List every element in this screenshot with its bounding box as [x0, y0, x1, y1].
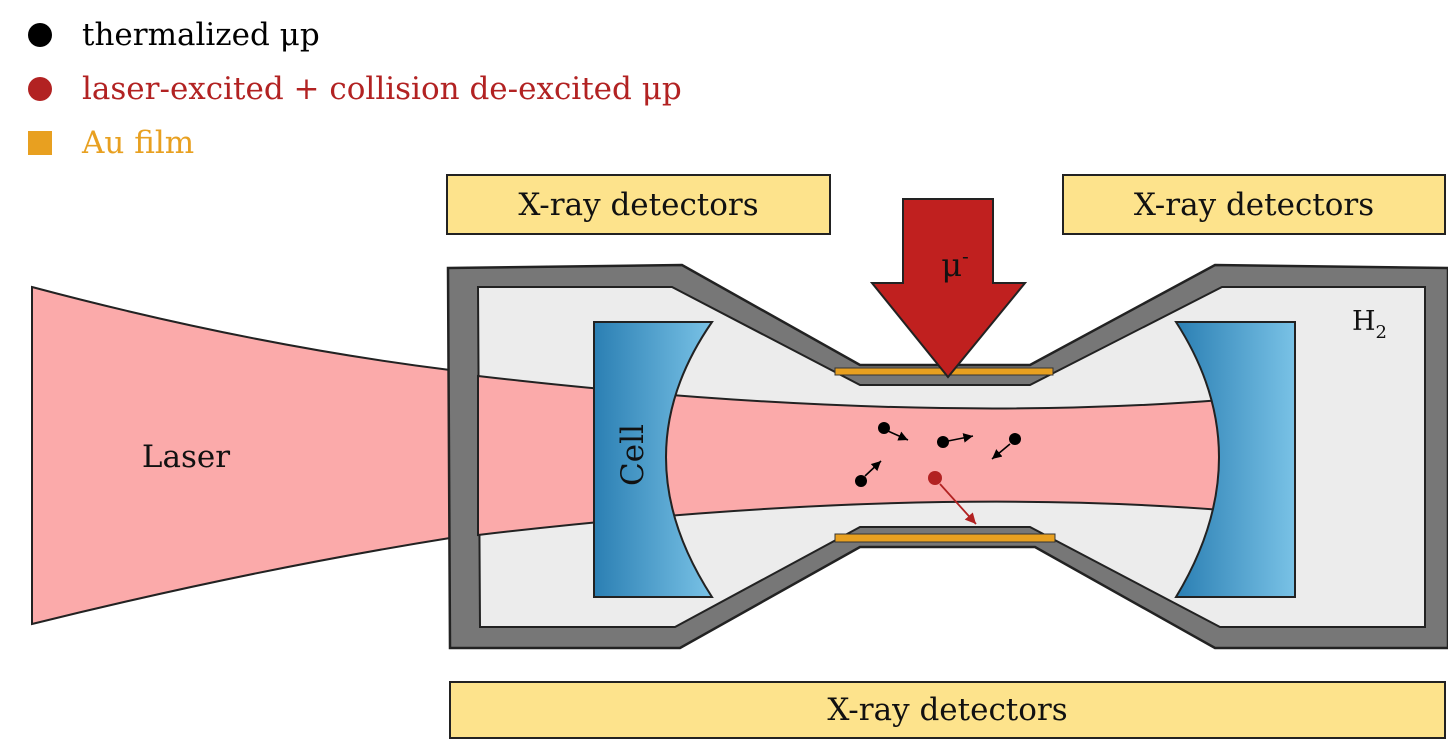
- xray-detector-bottom-label: X-ray detectors: [827, 692, 1068, 728]
- xray-detector-top-right-label: X-ray detectors: [1133, 186, 1375, 223]
- gas-label: H2: [1352, 306, 1387, 343]
- legend-label-thermalized: thermalized μp: [82, 16, 320, 53]
- mirror-right: [1174, 321, 1296, 598]
- velocity-arrow: [947, 433, 974, 443]
- cell-label: Cell: [615, 424, 651, 486]
- gas-symbol: H: [1352, 306, 1376, 337]
- xray-detector-top-right: X-ray detectors: [1062, 174, 1446, 235]
- velocity-arrow: [887, 430, 909, 441]
- xray-detector-bottom: X-ray detectors: [449, 681, 1446, 739]
- legend-label-au-film: Au film: [82, 124, 195, 161]
- black-dot-icon: [28, 23, 52, 47]
- legend-item-thermalized: thermalized μp: [28, 8, 682, 62]
- au-film-bottom: [834, 533, 1056, 543]
- legend: thermalized μp laser-excited + collision…: [28, 8, 682, 170]
- laser-beam-outer: [31, 285, 451, 626]
- gas-subscript: 2: [1376, 322, 1387, 343]
- thermalized-particle: [937, 436, 949, 448]
- xray-detector-top-left: X-ray detectors: [446, 174, 831, 235]
- velocity-arrow: [864, 460, 882, 477]
- xray-detector-top-left-label: X-ray detectors: [518, 186, 759, 223]
- muon-symbol: μ: [941, 246, 962, 284]
- thermalized-particle: [1009, 433, 1021, 445]
- excited-particle: [928, 471, 942, 485]
- thermalized-particle: [855, 475, 867, 487]
- thermalized-particle: [878, 422, 890, 434]
- muon-charge: -: [962, 244, 969, 268]
- velocity-arrow: [991, 443, 1011, 460]
- legend-item-au-film: Au film: [28, 116, 682, 170]
- excited-particles: [928, 471, 977, 525]
- mirror-left: [593, 321, 714, 598]
- orange-square-icon: [28, 131, 52, 155]
- muon-beam-arrow: [869, 198, 1028, 379]
- excited-velocity-arrow: [939, 483, 977, 525]
- legend-item-laser-excited: laser-excited + collision de-excited μp: [28, 62, 682, 116]
- thermalized-particles: [855, 422, 1021, 487]
- muon-label: μ-: [941, 244, 969, 284]
- red-dot-icon: [28, 77, 52, 101]
- legend-label-laser-excited: laser-excited + collision de-excited μp: [82, 70, 682, 107]
- laser-label: Laser: [142, 439, 230, 475]
